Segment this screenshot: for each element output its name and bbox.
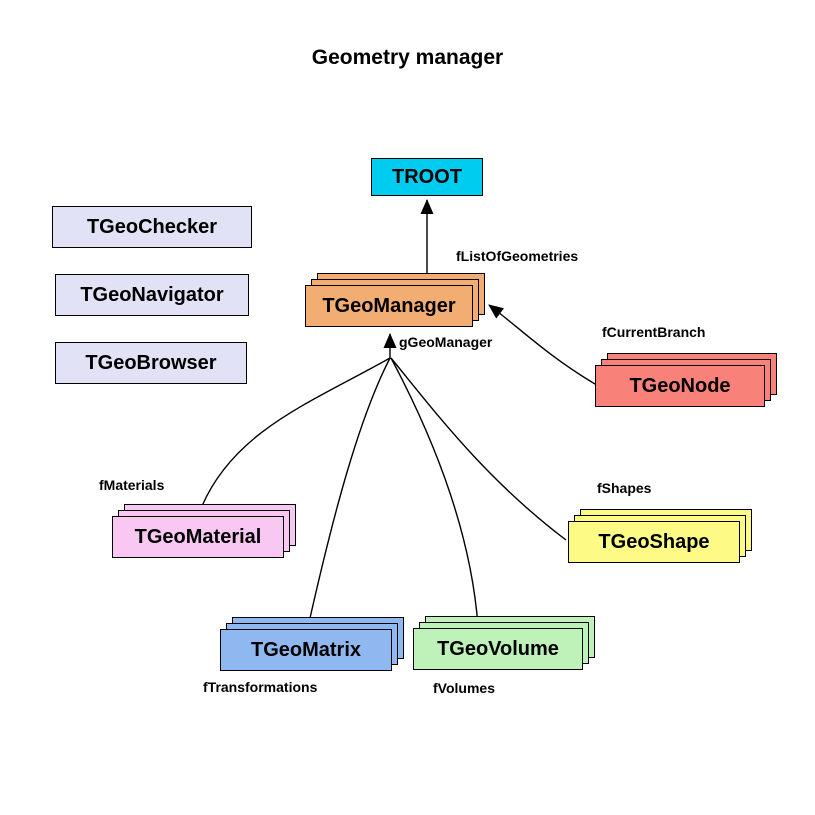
edge-node-to-manager [488,304,596,385]
node-troot: TROOT [371,158,483,196]
node-tgeomaterial: TGeoMaterial [112,504,296,558]
node-troot-label: TROOT [392,165,462,188]
edge-label-fvolumes: fVolumes [433,680,495,696]
node-tgeomatrix-box: TGeoMatrix [220,629,392,671]
node-tgeobrowser: TGeoBrowser [55,342,247,384]
node-tgeomaterial-label: TGeoMaterial [134,525,262,548]
node-tgeobrowser-box: TGeoBrowser [55,342,247,384]
edge-matrix-to-manager [307,357,391,628]
node-tgeonavigator: TGeoNavigator [55,274,249,316]
diagram-title: Geometry manager [311,46,504,69]
node-tgeomanager: TGeoManager [305,273,485,327]
node-tgeoshape-label: TGeoShape [598,530,710,553]
node-tgeoshape: TGeoShape [568,509,752,563]
edge-label-fmaterials: fMaterials [99,477,165,493]
node-tgeochecker-label: TGeoChecker [86,215,218,238]
node-tgeovolume-label: TGeoVolume [437,637,559,660]
edge-label-ftransformations: fTransformations [203,679,318,695]
node-tgeomaterial-box: TGeoMaterial [112,516,284,558]
edge-shape-to-manager [390,357,567,541]
node-tgeonode: TGeoNode [595,353,777,407]
node-tgeomatrix: TGeoMatrix [220,617,404,671]
node-tgeochecker-box: TGeoChecker [52,206,252,248]
node-tgeobrowser-label: TGeoBrowser [85,351,217,374]
node-tgeomatrix-label: TGeoMatrix [250,638,362,661]
node-tgeoshape-box: TGeoShape [568,521,740,563]
edge-volume-to-manager [390,357,479,627]
edge-label-fshapes: fShapes [597,480,652,496]
node-tgeovolume: TGeoVolume [413,616,595,670]
node-tgeonode-box: TGeoNode [595,365,765,407]
node-tgeonode-label: TGeoNode [629,374,731,397]
edge-label-fcurrentbranch: fCurrentBranch [602,324,706,340]
edge-label-ggeomanager: gGeoManager [399,334,493,350]
node-tgeomanager-box: TGeoManager [305,285,473,327]
node-troot-box: TROOT [371,158,483,196]
node-tgeochecker: TGeoChecker [52,206,252,248]
node-tgeonavigator-label: TGeoNavigator [80,283,224,306]
node-tgeonavigator-box: TGeoNavigator [55,274,249,316]
node-tgeomanager-label: TGeoManager [322,294,456,317]
edge-label-flistofgeometries: fListOfGeometries [456,248,579,264]
node-tgeovolume-box: TGeoVolume [413,628,583,670]
